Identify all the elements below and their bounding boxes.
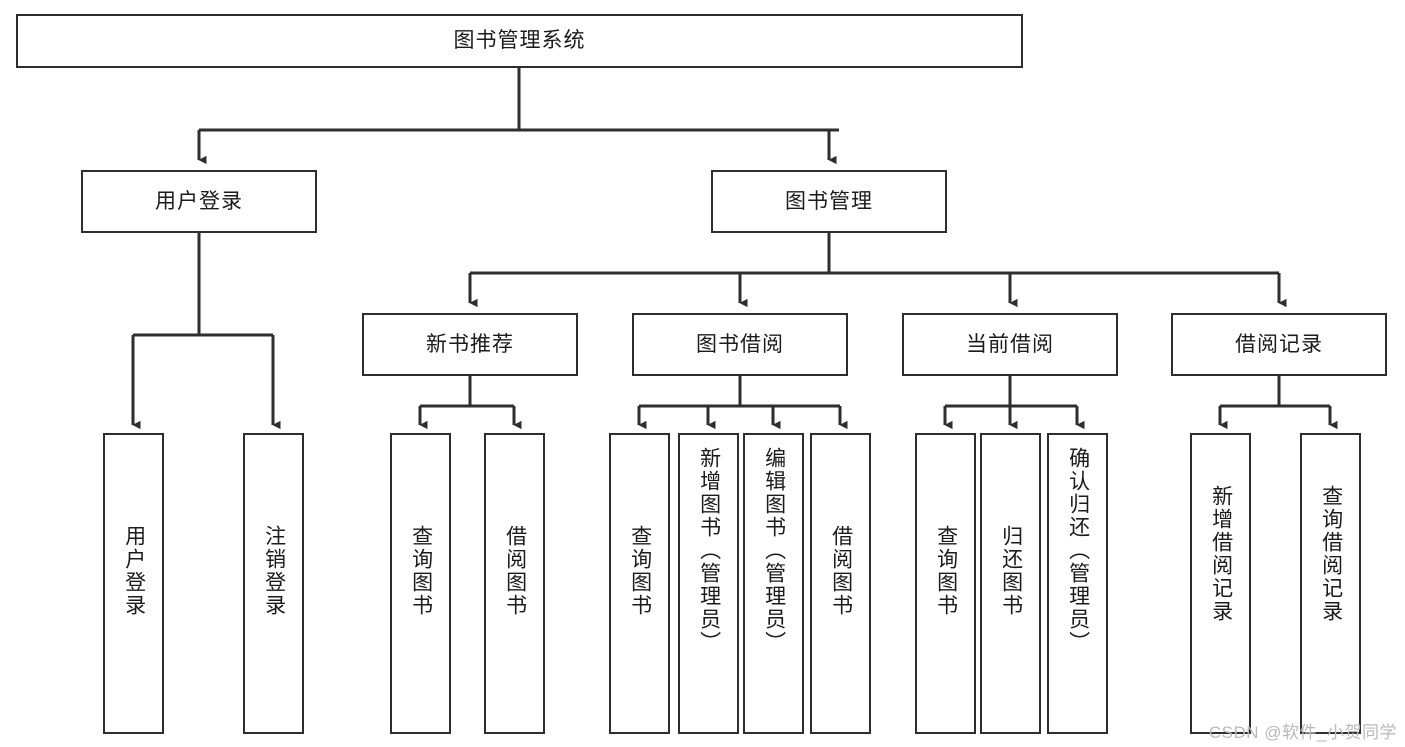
leaf-label: 查询图书 [409, 525, 433, 617]
leaf-borrow-add-book[interactable]: 新增图书（管理员） [678, 433, 739, 734]
leaf-record-query[interactable]: 查询借阅记录 [1300, 433, 1361, 734]
leaf-current-confirm-return[interactable]: 确认归还（管理员） [1047, 433, 1108, 734]
leaf-label: 注销登录 [262, 525, 286, 617]
leaf-new-book-borrow[interactable]: 借阅图书 [484, 433, 545, 734]
leaf-label: 确认归还（管理员） [1066, 447, 1090, 654]
leaf-label: 编辑图书（管理员） [762, 447, 786, 654]
leaf-user-login-logout[interactable]: 注销登录 [243, 433, 304, 734]
node-borrow-record[interactable]: 借阅记录 [1171, 313, 1387, 376]
leaf-current-query-book[interactable]: 查询图书 [915, 433, 976, 734]
leaf-label: 借阅图书 [503, 525, 527, 617]
leaf-label: 归还图书 [999, 525, 1023, 617]
node-book-borrow-label: 图书借阅 [696, 332, 784, 356]
node-user-login[interactable]: 用户登录 [81, 170, 317, 233]
node-new-book-recommend-label: 新书推荐 [426, 332, 514, 356]
node-current-borrow-label: 当前借阅 [966, 332, 1054, 356]
leaf-label: 查询借阅记录 [1319, 485, 1343, 623]
node-borrow-record-label: 借阅记录 [1235, 332, 1323, 356]
leaf-borrow-query-book[interactable]: 查询图书 [609, 433, 670, 734]
leaf-label: 借阅图书 [829, 525, 853, 617]
leaf-user-login-login[interactable]: 用户登录 [103, 433, 164, 734]
watermark: CSDN @软件_小贺同学 [1208, 723, 1397, 742]
node-user-login-label: 用户登录 [155, 189, 243, 213]
node-root[interactable]: 图书管理系统 [16, 14, 1023, 68]
leaf-label: 查询图书 [628, 525, 652, 617]
node-new-book-recommend[interactable]: 新书推荐 [362, 313, 578, 376]
leaf-borrow-edit-book[interactable]: 编辑图书（管理员） [743, 433, 804, 734]
node-book-management-label: 图书管理 [785, 189, 873, 213]
node-book-borrow[interactable]: 图书借阅 [632, 313, 848, 376]
leaf-label: 用户登录 [122, 525, 146, 617]
leaf-label: 新增图书（管理员） [697, 447, 721, 654]
node-root-label: 图书管理系统 [453, 29, 586, 53]
node-current-borrow[interactable]: 当前借阅 [902, 313, 1118, 376]
leaf-new-book-query[interactable]: 查询图书 [390, 433, 451, 734]
leaf-label: 查询图书 [934, 525, 958, 617]
leaf-record-add[interactable]: 新增借阅记录 [1190, 433, 1251, 734]
node-book-management[interactable]: 图书管理 [711, 170, 947, 233]
leaf-label: 新增借阅记录 [1209, 485, 1233, 623]
leaf-current-return-book[interactable]: 归还图书 [980, 433, 1041, 734]
leaf-borrow-borrow-book[interactable]: 借阅图书 [810, 433, 871, 734]
